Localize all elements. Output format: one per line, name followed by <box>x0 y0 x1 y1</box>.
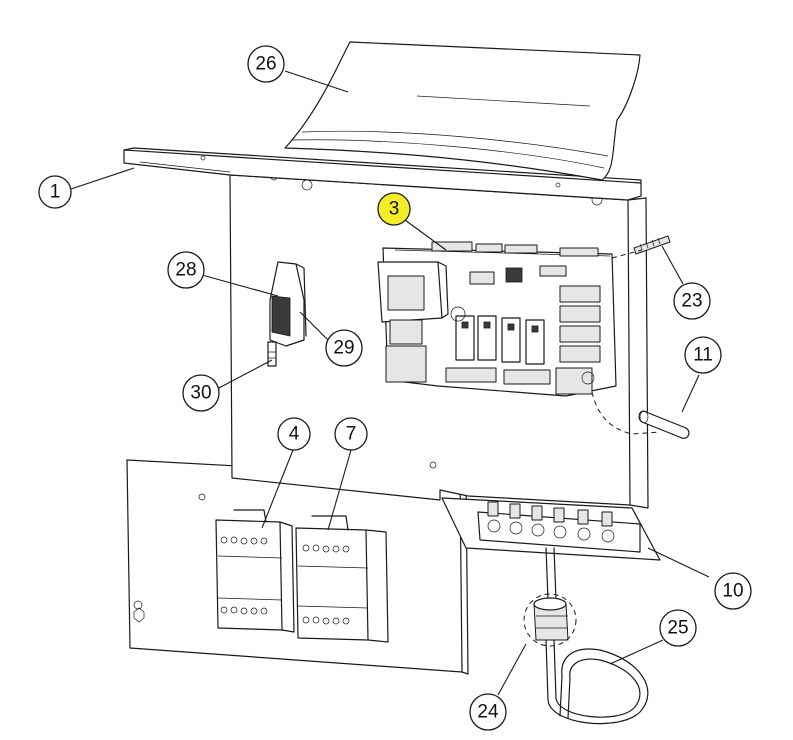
control-board <box>377 241 617 397</box>
contactor-right <box>295 515 389 643</box>
callout-30-label: 30 <box>190 383 211 404</box>
callout-30: 30 <box>182 374 220 412</box>
callout-25-label: 25 <box>667 618 688 639</box>
callout-23: 23 <box>673 282 711 320</box>
switch-assembly <box>267 261 307 367</box>
guide-line-fuse <box>591 391 661 435</box>
cover-flap <box>284 41 641 181</box>
callout-3-label: 3 <box>389 199 400 220</box>
callout-26-label: 26 <box>255 54 276 75</box>
callout-29: 29 <box>325 329 363 367</box>
top-bracket <box>123 147 642 201</box>
callout-1: 1 <box>38 175 72 209</box>
callout-4: 4 <box>277 417 311 451</box>
callout-28-label: 28 <box>175 260 196 281</box>
callout-7-label: 7 <box>346 424 357 445</box>
callout-4-label: 4 <box>289 424 300 445</box>
callout-24: 24 <box>469 693 507 731</box>
fuse-cartridge <box>638 410 690 439</box>
callout-23-label: 23 <box>681 291 702 312</box>
callout-28: 28 <box>167 251 205 289</box>
connector-plug <box>633 235 671 255</box>
leader-lines <box>70 70 710 696</box>
callout-7: 7 <box>334 417 368 451</box>
contactor-left <box>215 509 295 633</box>
callout-10-label: 10 <box>722 581 743 602</box>
cable-gland <box>523 547 577 647</box>
callout-26: 26 <box>247 45 285 83</box>
callout-25: 25 <box>659 609 697 647</box>
coiled-cable <box>545 639 649 725</box>
callout-10: 10 <box>714 572 752 610</box>
terminal-strip <box>441 497 661 561</box>
callout-1-label: 1 <box>50 182 61 203</box>
callout-24-label: 24 <box>477 702 499 723</box>
callout-29-label: 29 <box>333 338 354 359</box>
callout-3: 3 <box>377 192 411 226</box>
callout-11-label: 11 <box>693 345 713 366</box>
callout-11: 11 <box>684 336 722 374</box>
